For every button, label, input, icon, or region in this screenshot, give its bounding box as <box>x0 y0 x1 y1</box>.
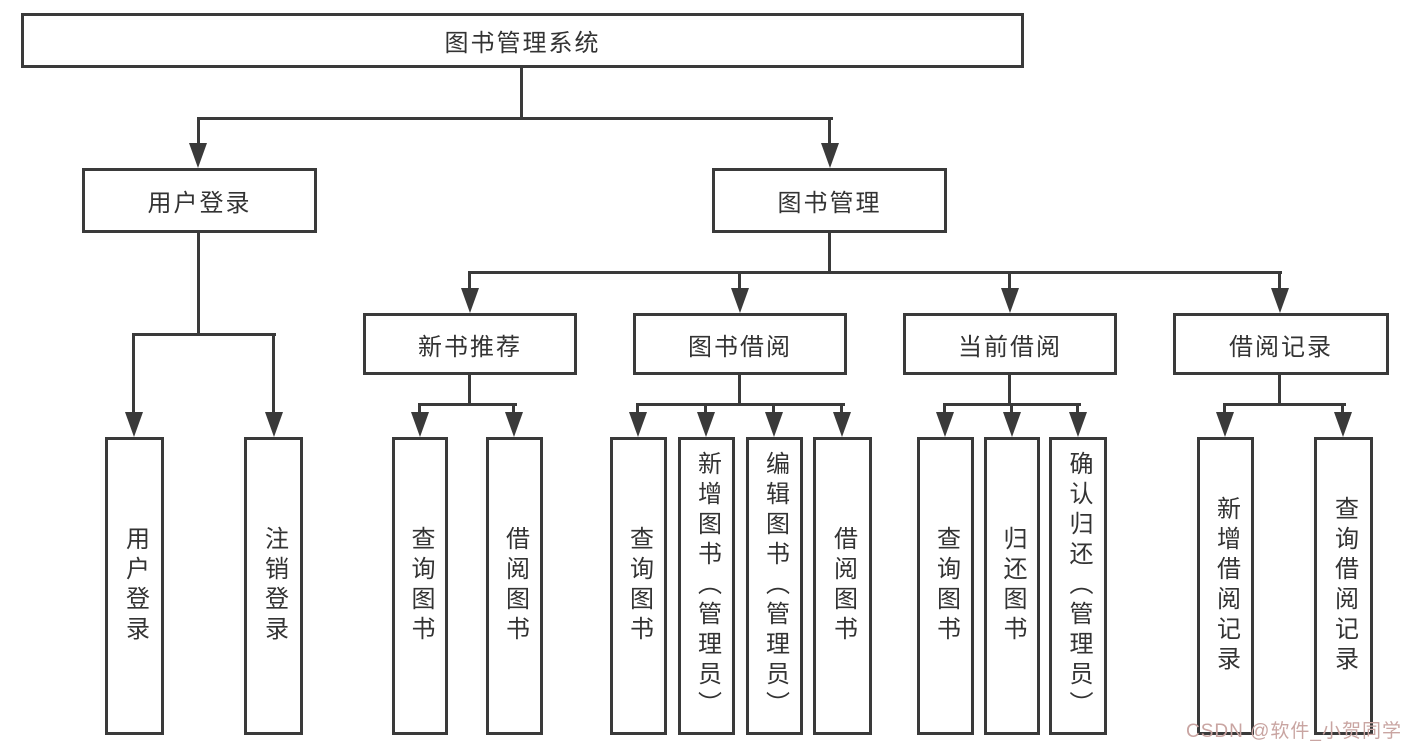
watermark: CSDN @软件_小贺同学 <box>1186 721 1402 742</box>
node-label: 用户登录 <box>121 526 149 646</box>
node-label: 借阅图书 <box>829 526 857 646</box>
node-label: 图书管理 <box>777 190 882 217</box>
connector-line <box>197 117 833 120</box>
node-label: 查询图书 <box>932 526 960 646</box>
leaf-current-query-books: 查询图书 <box>917 437 974 735</box>
connector-line <box>132 333 276 336</box>
node-borrow-records: 借阅记录 <box>1173 313 1389 375</box>
connector-line <box>636 403 639 415</box>
arrow-down-icon <box>1069 412 1087 437</box>
connector-line <box>520 68 523 118</box>
node-new-book-recommend: 新书推荐 <box>363 313 577 375</box>
connector-line <box>1008 375 1011 405</box>
arrow-down-icon <box>765 412 783 437</box>
node-user-login: 用户登录 <box>82 168 317 233</box>
leaf-edit-books-admin: 编辑图书（管理员） <box>746 437 803 735</box>
leaf-borrow-books: 借阅图书 <box>813 437 872 735</box>
connector-line <box>1223 403 1226 415</box>
connector-line <box>943 403 946 415</box>
arrow-down-icon <box>461 288 479 313</box>
arrow-down-icon <box>1271 288 1289 313</box>
node-label: 查询图书 <box>407 526 434 646</box>
node-label: 注销登录 <box>260 526 288 646</box>
node-label: 查询图书 <box>625 526 653 646</box>
connector-line <box>772 403 775 415</box>
leaf-logout: 注销登录 <box>244 437 303 735</box>
node-book-borrow: 图书借阅 <box>633 313 847 375</box>
arrow-down-icon <box>629 412 647 437</box>
node-label: 图书借阅 <box>688 333 792 361</box>
leaf-borrow-query-books: 查询图书 <box>610 437 667 735</box>
arrow-down-icon <box>1001 288 1019 313</box>
node-label: 图书管理系统 <box>444 30 601 57</box>
arrow-down-icon <box>1334 412 1352 437</box>
node-label: 归还图书 <box>999 526 1026 646</box>
node-label: 查询借阅记录 <box>1330 496 1358 676</box>
connector-line <box>512 403 515 415</box>
leaf-add-borrow-record: 新增借阅记录 <box>1197 437 1254 735</box>
leaf-add-books-admin: 新增图书（管理员） <box>678 437 735 735</box>
arrow-down-icon <box>189 143 207 168</box>
node-label: 用户登录 <box>147 190 252 217</box>
arrow-down-icon <box>505 412 523 437</box>
leaf-confirm-return-admin: 确认归还（管理员） <box>1049 437 1107 735</box>
connector-line <box>197 233 200 335</box>
node-label: 当前借阅 <box>958 333 1062 361</box>
connector-line <box>272 333 275 415</box>
node-label: 编辑图书（管理员） <box>761 451 789 721</box>
leaf-return-books: 归还图书 <box>984 437 1040 735</box>
node-library-management-system: 图书管理系统 <box>21 13 1024 68</box>
connector-line <box>1076 403 1079 415</box>
connector-line <box>828 233 831 273</box>
connector-line <box>1278 375 1281 405</box>
node-current-borrow: 当前借阅 <box>903 313 1117 375</box>
node-label: 借阅图书 <box>501 526 529 646</box>
arrow-down-icon <box>833 412 851 437</box>
arrow-down-icon <box>821 143 839 168</box>
arrow-down-icon <box>125 412 143 437</box>
arrow-down-icon <box>1003 412 1021 437</box>
connector-line <box>197 117 200 147</box>
arrow-down-icon <box>936 412 954 437</box>
leaf-query-borrow-record: 查询借阅记录 <box>1314 437 1373 735</box>
connector-line <box>1010 403 1013 415</box>
connector-line <box>738 271 741 291</box>
connector-line <box>418 403 421 415</box>
connector-line <box>468 271 471 291</box>
node-label: 新增借阅记录 <box>1212 496 1240 676</box>
leaf-new-books-query: 查询图书 <box>392 437 448 735</box>
arrow-down-icon <box>697 412 715 437</box>
arrow-down-icon <box>411 412 429 437</box>
connector-line <box>738 375 741 405</box>
node-label: 借阅记录 <box>1229 333 1333 361</box>
connector-line <box>132 333 135 415</box>
connector-line <box>1341 403 1344 415</box>
node-label: 新增图书（管理员） <box>693 451 721 721</box>
node-label: 新书推荐 <box>418 333 522 361</box>
connector-line <box>828 117 831 147</box>
connector-line <box>468 375 471 405</box>
connector-line <box>1278 271 1281 291</box>
connector-line <box>636 403 845 406</box>
leaf-user-login: 用户登录 <box>105 437 164 735</box>
node-label: 确认归还（管理员） <box>1065 451 1092 721</box>
node-book-management: 图书管理 <box>712 168 947 233</box>
leaf-new-books-borrow: 借阅图书 <box>486 437 543 735</box>
connector-line <box>840 403 843 415</box>
arrow-down-icon <box>1216 412 1234 437</box>
connector-line <box>1008 271 1011 291</box>
arrow-down-icon <box>731 288 749 313</box>
connector-line <box>704 403 707 415</box>
connector-line <box>468 271 1282 274</box>
arrow-down-icon <box>265 412 283 437</box>
connector-line <box>1223 403 1346 406</box>
connector-line <box>418 403 517 406</box>
